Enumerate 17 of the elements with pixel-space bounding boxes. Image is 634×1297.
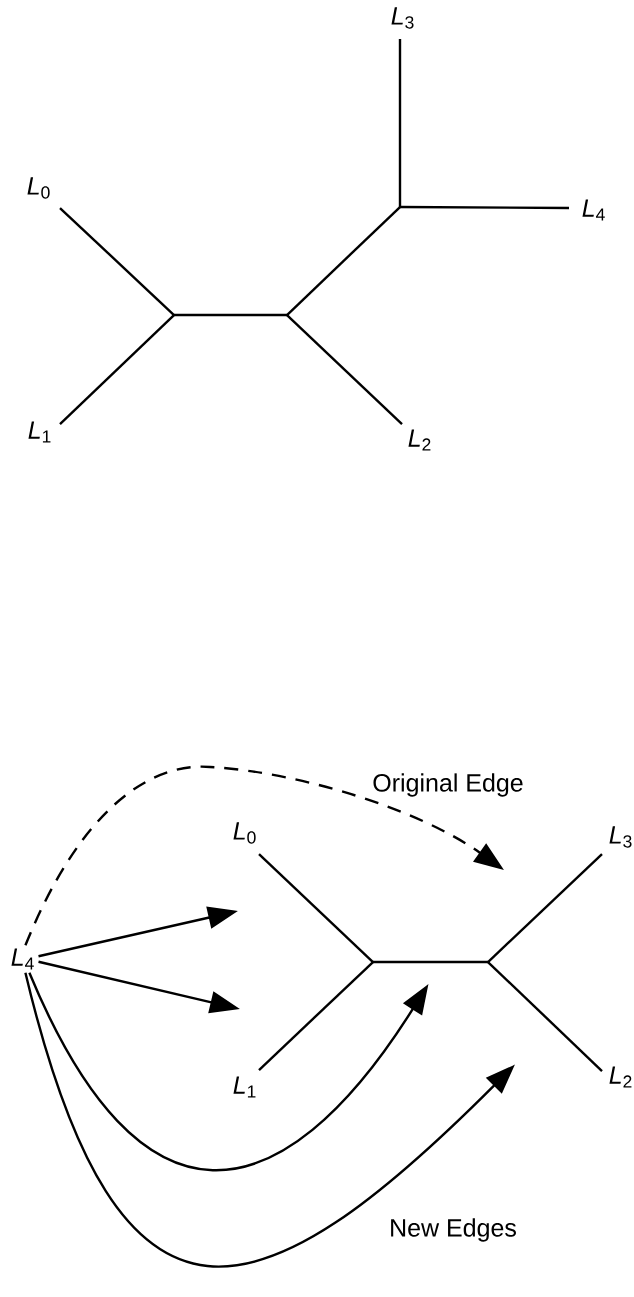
caption-text: New Edges [391,1218,516,1242]
leaf-label: L$_{4}$ [11,948,34,970]
tree-branch [373,960,488,964]
leaf-label: L$_{1}$ [233,1076,256,1098]
caption-text: Original Edge [373,773,523,797]
leaf-label: L$_{1}$ [28,421,51,443]
leaf-label: L$_{0}$ [233,822,256,844]
tree-branch [258,853,374,963]
leaf-label: L$_{3}$ [609,826,632,848]
tree-branch [487,961,603,1072]
leaf-label: L$_{2}$ [408,429,431,451]
leaf-label: L$_{3}$ [391,7,414,29]
leaf-label: L$_{2}$ [609,1066,632,1088]
leaf-label: L$_{0}$ [27,177,50,199]
tree-branch [487,853,603,963]
leaf-label: L$_{4}$ [582,199,605,221]
tree-branch [258,961,374,1071]
